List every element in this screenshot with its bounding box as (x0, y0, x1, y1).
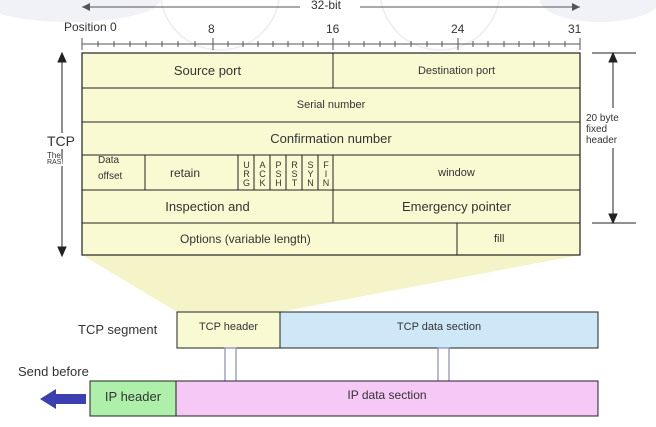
tick-label-31: 31 (568, 22, 582, 36)
tcp-segment-header-label: TCP header (198, 321, 259, 333)
tick-label-16: 16 (326, 22, 340, 36)
flag-fin: FIN (318, 157, 333, 189)
field-window: window (438, 166, 475, 179)
tcp-header-table (81, 52, 581, 256)
field-emergency-pointer: Emergency pointer (401, 199, 512, 214)
send-direction-arrow (40, 389, 86, 409)
field-inspection: Inspection and (165, 199, 250, 214)
flag-ack: ACK (254, 157, 270, 189)
ip-data-box (175, 380, 599, 417)
flag-urg: URG (238, 157, 254, 189)
header-expansion-shade (82, 255, 580, 312)
fixed-header-note-3: header (586, 135, 618, 146)
tcp-segment-data-box (279, 311, 599, 349)
field-fill: fill (494, 233, 505, 245)
field-options: Options (variable length) (180, 232, 311, 246)
fixed-header-note-1: 20 byte (586, 113, 619, 124)
fixed-header-note-2: fixed (586, 124, 608, 135)
field-source-port: Source port (173, 63, 242, 78)
bit-width-label: 32-bit (311, 0, 342, 12)
tcp-side-sub2: RAS! (47, 159, 64, 166)
flag-rst-text: RST (289, 159, 300, 187)
tcp-segment-label: TCP segment (78, 322, 158, 337)
field-data-offset-line2: offset (98, 171, 123, 182)
field-retain: retain (170, 165, 201, 180)
send-before-label: Send before (18, 364, 89, 379)
bit-width-arrow (82, 3, 580, 11)
field-serial-number: Serial number (296, 99, 366, 111)
tcp-segment-header-box (176, 311, 281, 349)
flag-syn: SYN (302, 157, 318, 189)
field-confirmation-number: Confirmation number (270, 131, 392, 146)
flag-fin-text: FIN (321, 159, 331, 187)
bit-ruler (81, 38, 581, 50)
tick-label-24: 24 (451, 22, 465, 36)
field-data-offset-line1: Data (98, 155, 120, 166)
tcp-side-label: TCP (46, 133, 76, 149)
fixed-header-bracket (592, 51, 636, 225)
tick-label-8: 8 (208, 22, 215, 36)
flag-urg-text: URG (241, 159, 252, 187)
position-label: Position 0 (64, 20, 117, 34)
tcp-segment-data-label: TCP data section (396, 321, 482, 333)
tcp-height-bracket (57, 51, 67, 258)
ip-data-label: IP data section (347, 388, 427, 402)
flag-psh-text: PSH (273, 159, 284, 187)
flag-rst: RST (286, 157, 302, 189)
flag-ack-text: ACK (257, 159, 268, 187)
background-decoration (0, 0, 656, 51)
ip-header-label: IP header (104, 388, 162, 404)
flag-psh: PSH (270, 157, 286, 189)
field-destination-port: Destination port (417, 64, 496, 77)
flag-syn-text: SYN (305, 159, 316, 187)
tcp-side-sub1: The (47, 151, 61, 160)
